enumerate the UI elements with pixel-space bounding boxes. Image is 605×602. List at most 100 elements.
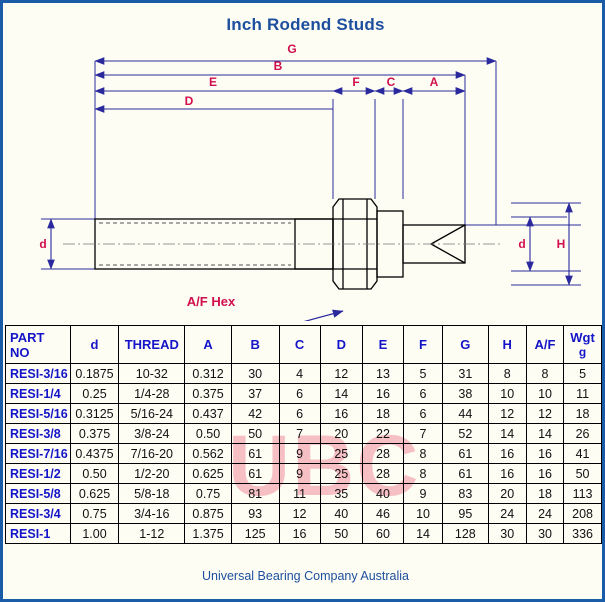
cell-wgt: 113: [563, 483, 602, 504]
cell-wgt: 26: [563, 423, 602, 444]
dimension-label-h: H: [557, 237, 566, 251]
cell-e: 13: [362, 363, 404, 384]
cell-e: 60: [362, 523, 404, 544]
cell-a: 0.75: [184, 483, 232, 504]
cell-b: 61: [230, 463, 280, 484]
cell-c: 7: [278, 423, 321, 444]
cell-thread: 3/4-16: [118, 503, 186, 524]
cell-d: 0.3125: [69, 403, 120, 424]
cell-wgt: 18: [563, 403, 602, 424]
specifications-table: PART NO d THREAD A B C D E F G H A/F Wgt…: [5, 325, 602, 544]
cell-part-no: RESI-1/4: [5, 383, 71, 404]
cell-h: 16: [487, 443, 527, 464]
cell-e: 46: [362, 503, 404, 524]
cell-part-no: RESI-7/16: [5, 443, 71, 464]
cell-part-no: RESI-5/16: [5, 403, 71, 424]
cell-af: 14: [525, 423, 565, 444]
cell-b: 81: [230, 483, 280, 504]
cell-a: 0.875: [184, 503, 232, 524]
col-header-f: F: [402, 325, 444, 364]
cell-b: 61: [230, 443, 280, 464]
cell-h: 16: [487, 463, 527, 484]
cell-af: 16: [525, 443, 565, 464]
cell-af: 8: [525, 363, 565, 384]
cell-d: 0.4375: [69, 443, 120, 464]
cell-c: 11: [278, 483, 321, 504]
cell-wgt: 41: [563, 443, 602, 464]
cell-af: 30: [525, 523, 565, 544]
cell-a: 0.375: [184, 383, 232, 404]
stud-technical-drawing: G B E D F C A d d H A/F Hex: [39, 42, 581, 321]
col-header-e: E: [362, 325, 404, 364]
cell-b: 125: [230, 523, 280, 544]
cell-b: 42: [230, 403, 280, 424]
page-title: Inch Rodend Studs: [226, 15, 385, 34]
cell-part-no: RESI-1: [5, 523, 71, 544]
dimension-label-f: F: [352, 75, 359, 89]
cell-af: 16: [525, 463, 565, 484]
col-header-d: d: [69, 325, 120, 364]
col-header-part-no: PART NO: [5, 325, 71, 364]
cell-thread: 7/16-20: [118, 443, 186, 464]
cell-wgt: 50: [563, 463, 602, 484]
cell-af: 18: [525, 483, 565, 504]
cell-c: 12: [278, 503, 321, 524]
cell-a: 0.312: [184, 363, 232, 384]
cell-h: 8: [487, 363, 527, 384]
cell-c: 6: [278, 383, 321, 404]
cell-d: 0.625: [69, 483, 120, 504]
cell-af: 12: [525, 403, 565, 424]
cell-thread: 1/4-28: [118, 383, 186, 404]
cell-d: 25: [319, 443, 364, 464]
cell-d: 14: [319, 383, 364, 404]
cell-wgt: 5: [563, 363, 602, 384]
col-header-weight: Wgt g: [563, 325, 602, 364]
cell-d: 12: [319, 363, 364, 384]
dimension-label-d-right: d: [518, 237, 525, 251]
cell-wgt: 208: [563, 503, 602, 524]
cell-c: 6: [278, 403, 321, 424]
cell-c: 9: [278, 463, 321, 484]
cell-f: 7: [402, 423, 444, 444]
cell-thread: 10-32: [118, 363, 186, 384]
cell-d: 0.25: [69, 383, 120, 404]
cell-d: 0.1875: [69, 363, 120, 384]
cell-g: 38: [442, 383, 489, 404]
cell-part-no: RESI-3/8: [5, 423, 71, 444]
col-header-d-dim: D: [319, 325, 364, 364]
dimension-label-a: A: [430, 75, 439, 89]
cell-g: 61: [442, 463, 489, 484]
cell-d: 20: [319, 423, 364, 444]
cell-e: 40: [362, 483, 404, 504]
cell-f: 9: [402, 483, 444, 504]
cell-b: 37: [230, 383, 280, 404]
cell-g: 95: [442, 503, 489, 524]
dimension-label-d: D: [185, 94, 194, 108]
cell-b: 93: [230, 503, 280, 524]
cell-h: 20: [487, 483, 527, 504]
af-hex-callout-label: A/F Hex: [187, 294, 236, 309]
dimension-label-d-left: d: [39, 237, 46, 251]
cell-d: 35: [319, 483, 364, 504]
cell-f: 5: [402, 363, 444, 384]
cell-e: 16: [362, 383, 404, 404]
cell-wgt: 336: [563, 523, 602, 544]
cell-d: 1.00: [69, 523, 120, 544]
dimension-label-g: G: [287, 42, 296, 56]
cell-d: 0.50: [69, 463, 120, 484]
cell-f: 6: [402, 403, 444, 424]
dimension-label-b: B: [274, 59, 283, 73]
cell-a: 0.50: [184, 423, 232, 444]
cell-c: 4: [278, 363, 321, 384]
cell-f: 10: [402, 503, 444, 524]
cell-part-no: RESI-3/16: [5, 363, 71, 384]
cell-d: 0.75: [69, 503, 120, 524]
cell-g: 128: [442, 523, 489, 544]
